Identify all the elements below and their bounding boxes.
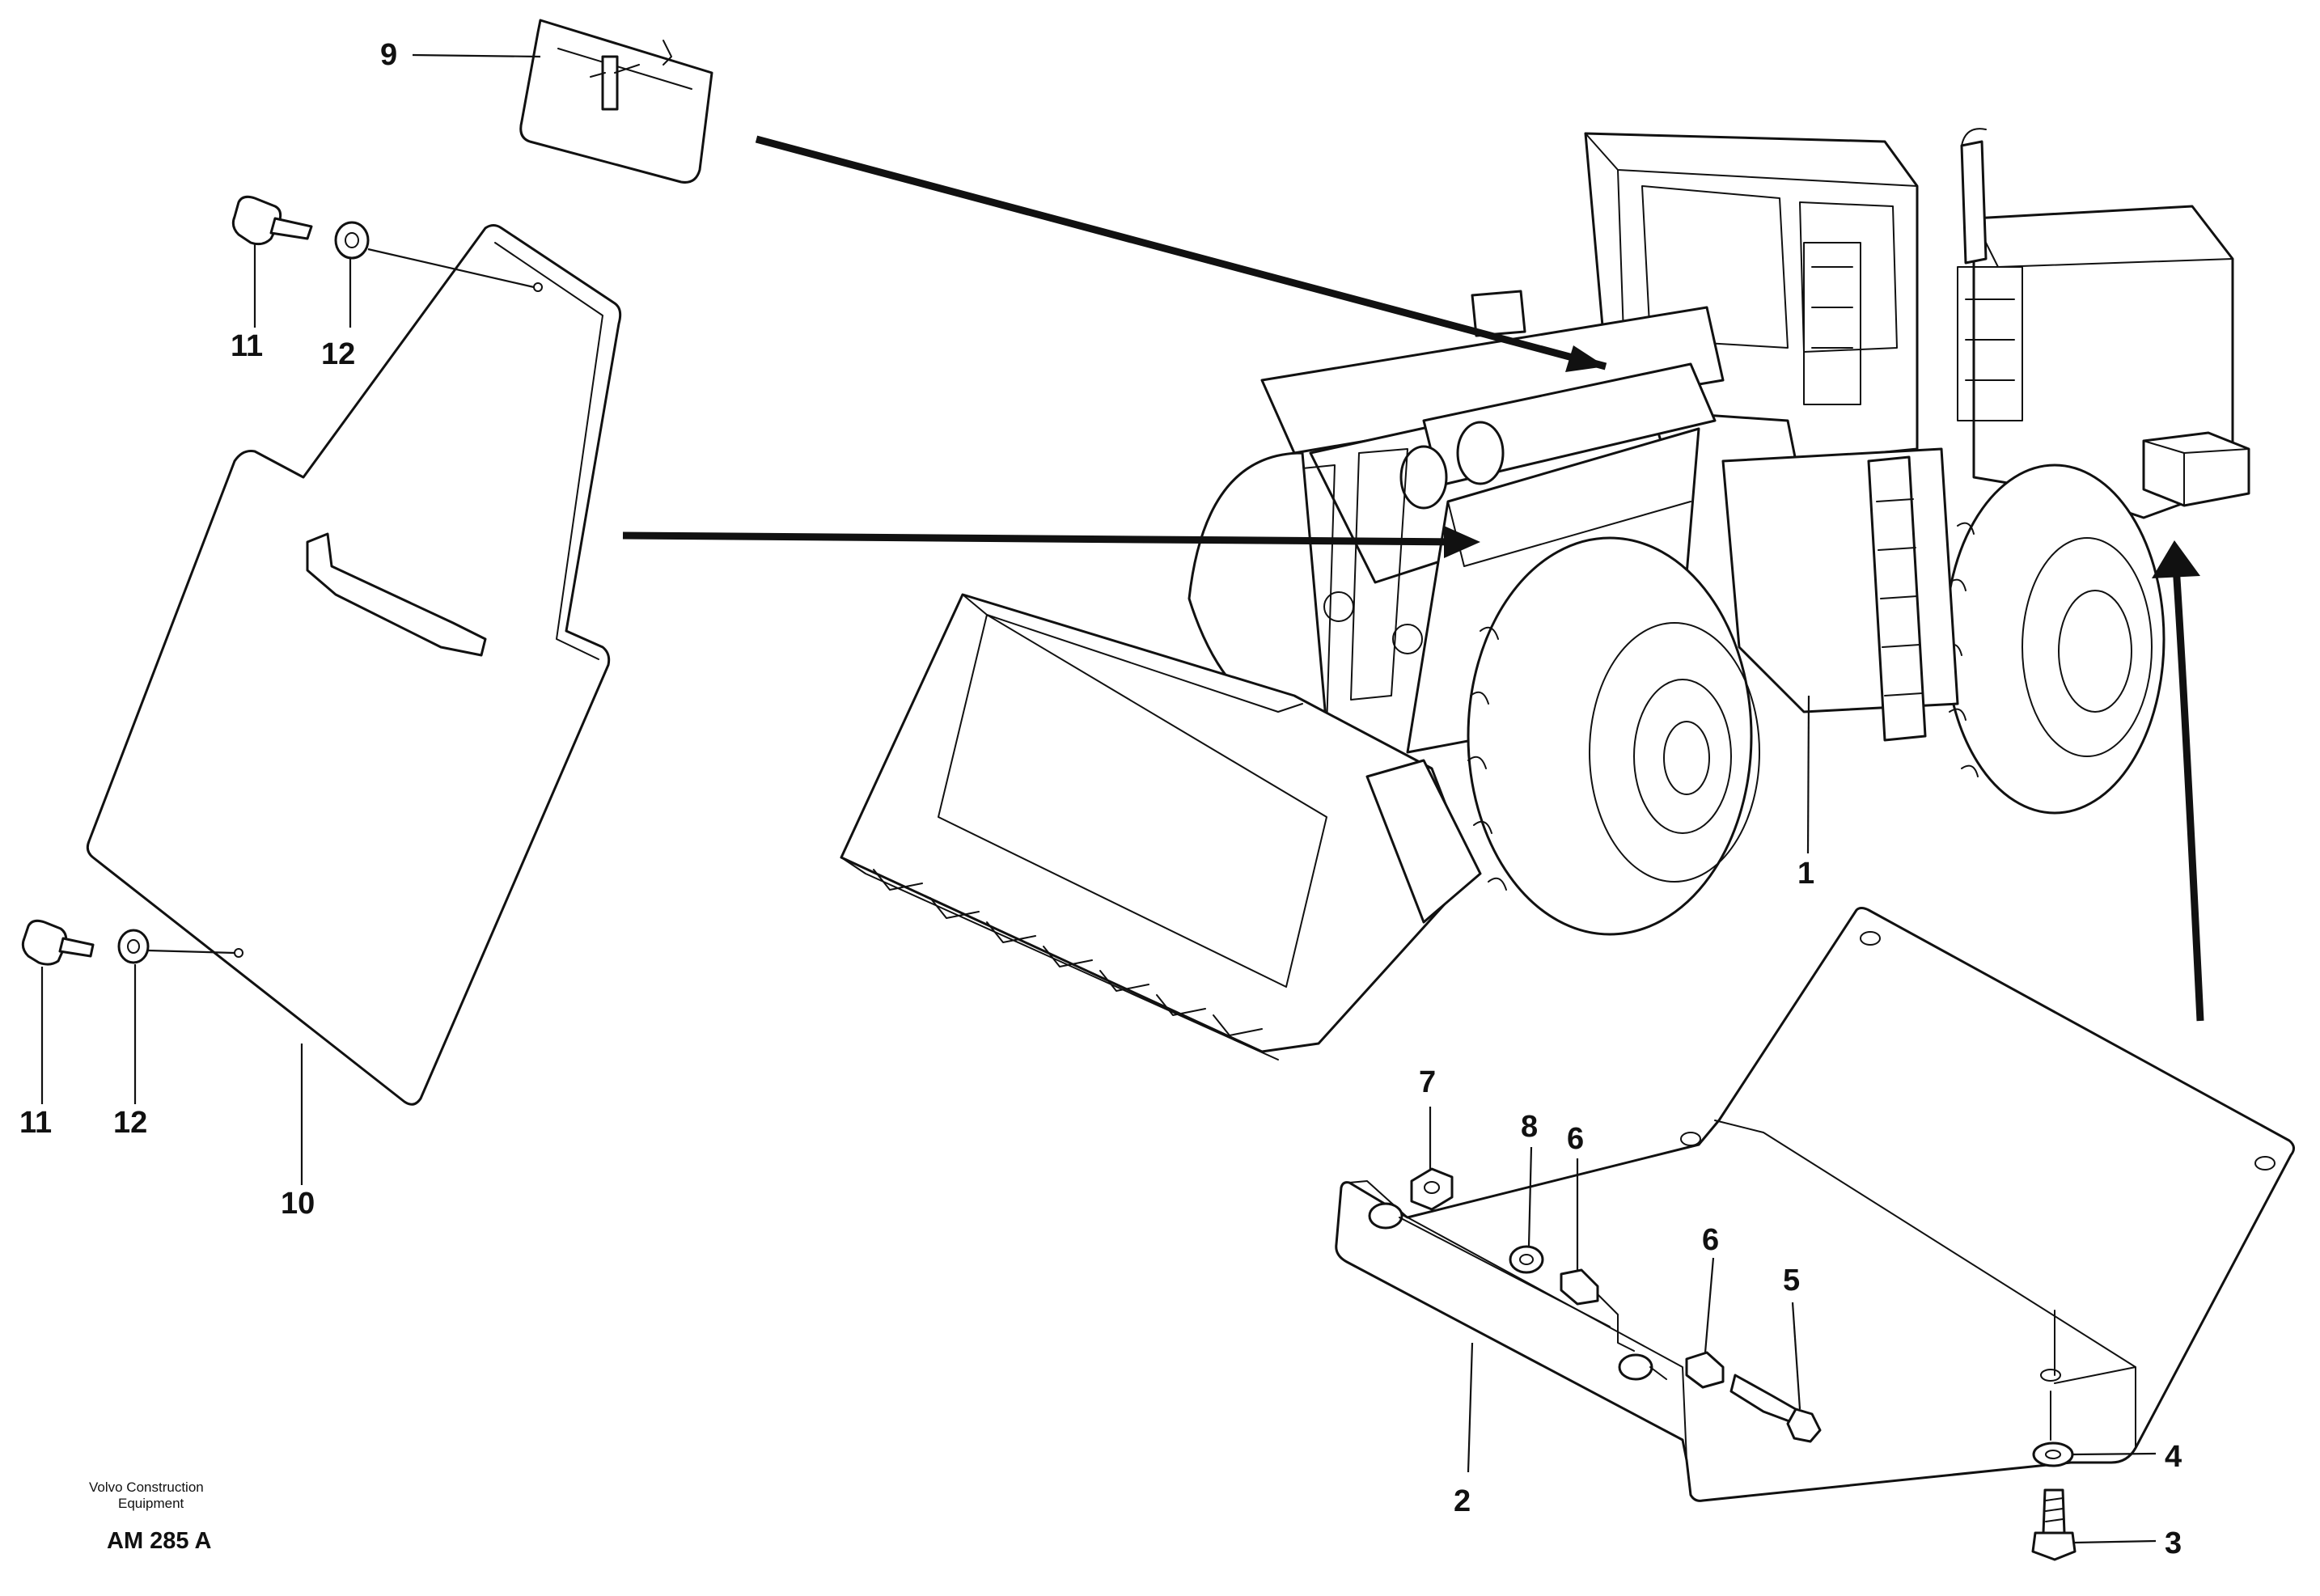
- wheel-loader-illustration: [840, 128, 2250, 1060]
- callout-9: 9: [380, 38, 397, 72]
- callout-6-left: 6: [1567, 1122, 1584, 1156]
- callout-11-top: 11: [231, 329, 263, 363]
- callout-2: 2: [1454, 1484, 1471, 1518]
- bushing-6b: [1685, 1351, 1725, 1389]
- arrow-head-bottom-plate: [2152, 540, 2200, 578]
- company-name-line2: Equipment: [118, 1496, 184, 1511]
- washer-4: [2032, 1441, 2074, 1467]
- callout-12-top: 12: [321, 337, 355, 371]
- callout-8: 8: [1521, 1110, 1538, 1144]
- arrow-head-mirror: [1565, 345, 1606, 372]
- callout-3: 3: [2165, 1526, 2182, 1560]
- callout-leaders: [40, 53, 2157, 1544]
- callout-12-bottom: 12: [113, 1106, 147, 1140]
- company-name-line1: Volvo Construction: [89, 1480, 204, 1495]
- drawing-code: AM 285 A: [107, 1528, 212, 1554]
- callout-7: 7: [1419, 1065, 1436, 1099]
- callout-5: 5: [1783, 1264, 1800, 1298]
- mudguard-fasteners-bottom: [21, 919, 235, 966]
- bushing-6a: [1560, 1268, 1599, 1306]
- callout-11-bottom: 11: [19, 1106, 52, 1140]
- arrow-to-mirror-position: [755, 135, 1607, 370]
- callout-1: 1: [1797, 857, 1814, 891]
- nut-7: [1410, 1167, 1454, 1211]
- washer-8: [1509, 1245, 1544, 1274]
- arrow-to-bottom-plate-position: [2172, 565, 2204, 1022]
- callout-10: 10: [281, 1187, 315, 1221]
- bottom-plate-hardware: [1410, 1167, 2077, 1561]
- publisher-footer: Volvo Construction Equipment AM 285 A: [89, 1480, 212, 1554]
- mirror-part: [519, 19, 713, 184]
- callout-labels: 9 11 12 11 12 10 1 7 8 6 6 5 2 4 3: [19, 38, 2182, 1560]
- mudguard-fasteners-top: [231, 195, 535, 289]
- callout-6-right: 6: [1702, 1223, 1719, 1257]
- indicator-arrows: [622, 135, 2204, 1022]
- arrow-to-mudguard-position: [622, 531, 1465, 546]
- arrow-head-mudguard: [1444, 526, 1480, 558]
- callout-4: 4: [2165, 1440, 2182, 1474]
- mudguard-part: [86, 224, 622, 1106]
- bottom-plate-part: [1335, 907, 2295, 1502]
